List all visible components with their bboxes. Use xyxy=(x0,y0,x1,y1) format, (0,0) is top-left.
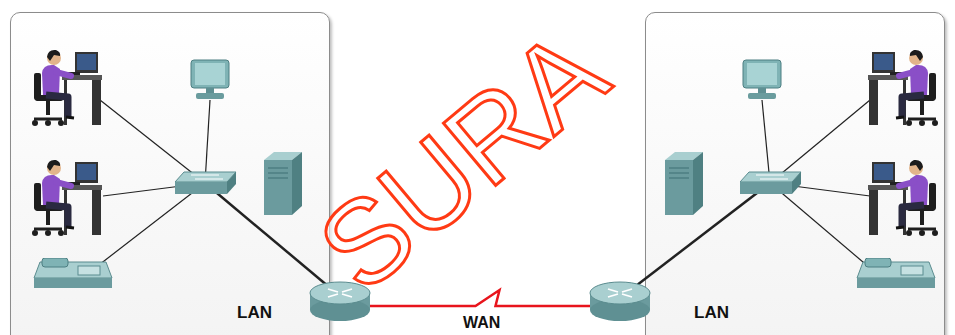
mirrored-users xyxy=(868,50,938,236)
network-label: LAN xyxy=(694,303,729,323)
lan-box: LAN xyxy=(10,12,330,335)
uplink-cable xyxy=(205,183,335,292)
lan-wiring xyxy=(95,100,870,292)
watermark: SURA xyxy=(293,3,632,318)
router-icon xyxy=(310,282,370,321)
cable xyxy=(770,183,870,268)
ip-phone-icon xyxy=(34,258,112,288)
cable xyxy=(100,100,205,183)
link-label: WAN xyxy=(463,314,500,332)
workstation-user xyxy=(32,50,102,126)
workstation-user xyxy=(32,160,102,236)
wan-link xyxy=(330,290,645,306)
pc-icon xyxy=(743,60,781,99)
cable xyxy=(95,183,205,268)
cable xyxy=(103,183,205,196)
ip-phone-icon xyxy=(857,258,935,288)
uplink-cable xyxy=(628,183,770,292)
switch-icon xyxy=(175,172,236,194)
cable xyxy=(770,100,870,183)
network-label: LAN xyxy=(237,303,272,323)
lan-box: LAN xyxy=(645,12,945,335)
server-icon xyxy=(665,152,703,215)
cable xyxy=(762,100,770,183)
cable xyxy=(770,183,870,196)
workstation-user xyxy=(868,160,938,236)
server-icon xyxy=(264,152,302,215)
workstation-user xyxy=(868,50,938,126)
switch-icon xyxy=(740,172,801,194)
cable xyxy=(205,100,210,183)
pc-icon xyxy=(191,60,229,99)
router-icon xyxy=(590,282,650,321)
